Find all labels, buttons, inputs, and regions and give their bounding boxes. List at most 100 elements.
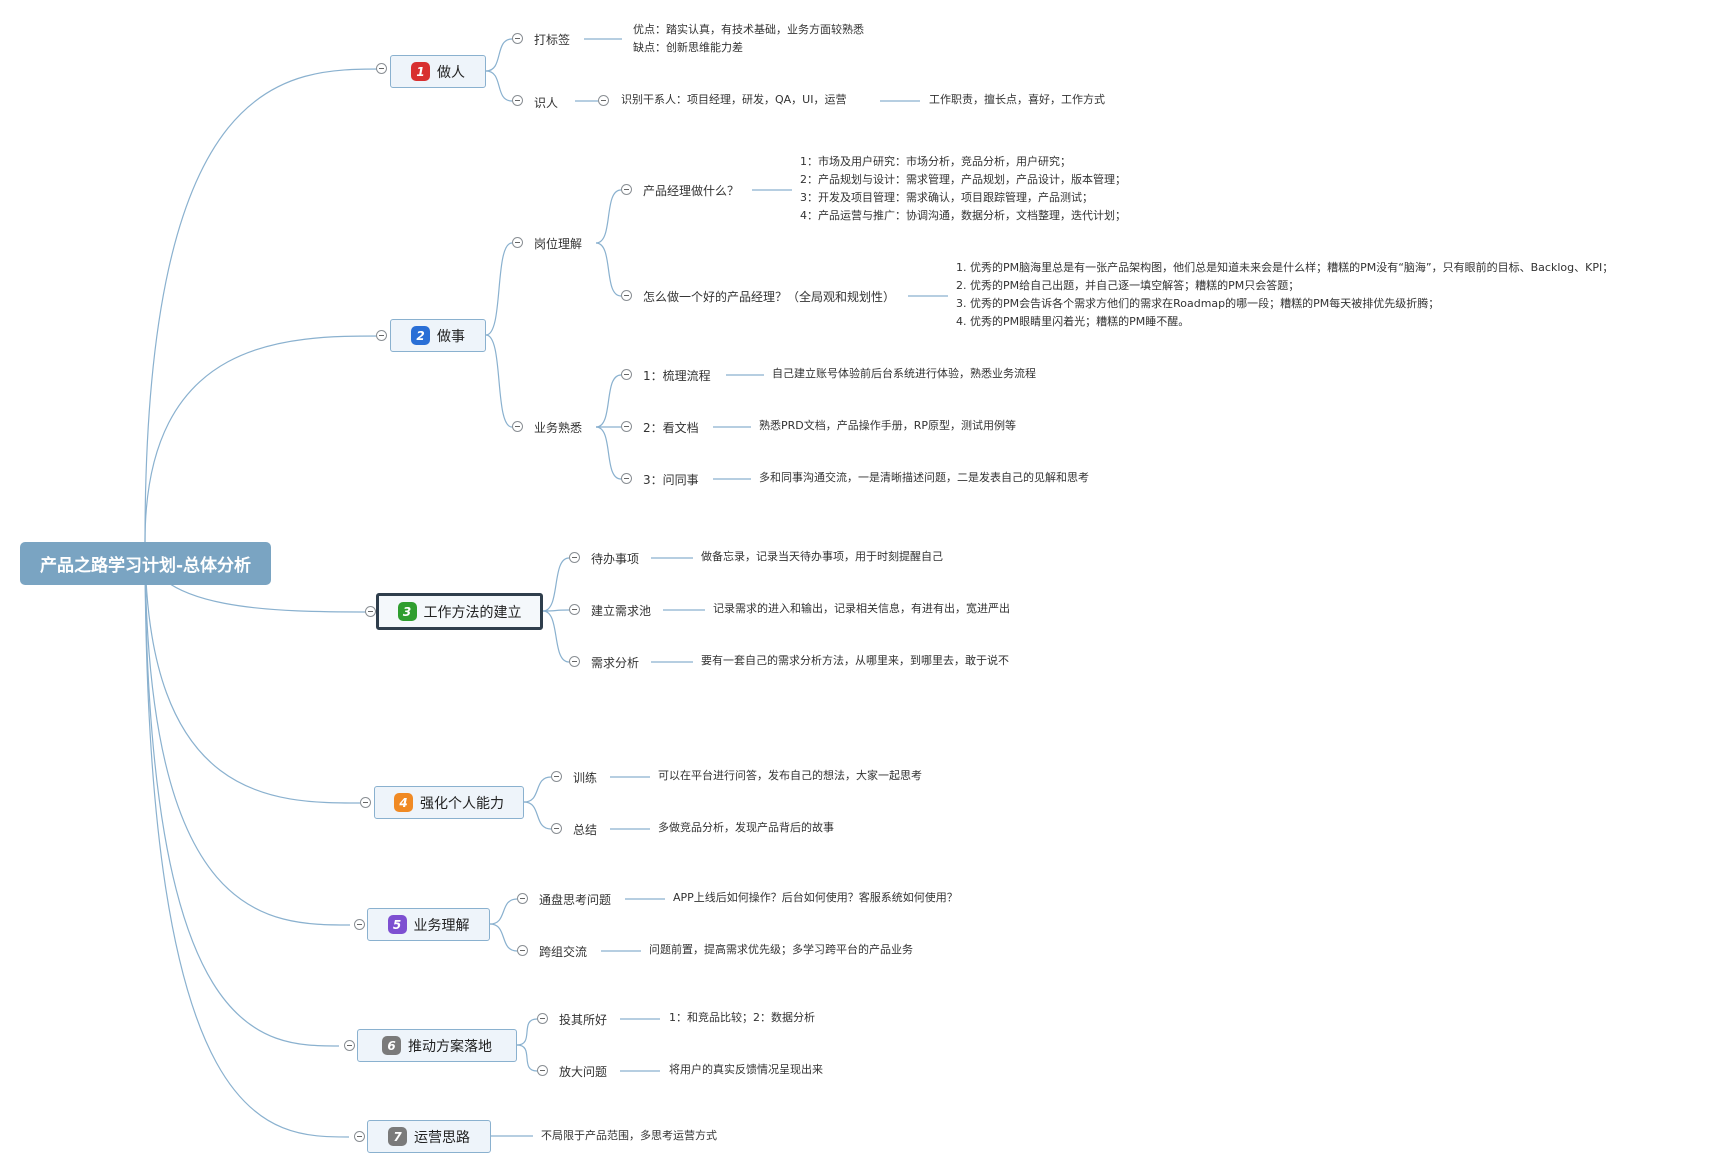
leaf-note[interactable]: 问题前置，提高需求优先级；多学习跨平台的产品业务 [649,943,913,956]
subtopic[interactable]: 3：问同事 [643,473,699,487]
priority-4-icon: 4 [394,793,413,812]
leaf-note[interactable]: 识别干系人：项目经理，研发，QA，UI，运营 [621,93,847,106]
subtopic[interactable]: 放大问题 [559,1065,608,1079]
priority-3-icon: 3 [397,602,417,621]
collapse-toggle[interactable] [537,1065,548,1076]
connector-line [595,189,622,244]
priority-7-icon: 7 [388,1127,407,1146]
priority-6-icon: 6 [382,1036,401,1055]
priority-5-icon: 5 [387,915,407,934]
branch-topic-3[interactable]: 3 工作方法的建立 [376,593,543,630]
collapse-toggle[interactable] [365,606,376,617]
branch-topic-1[interactable]: 1 做人 [390,55,486,88]
subtopic[interactable]: 1：梳理流程 [643,369,711,383]
connector-line [144,68,383,543]
leaf-note[interactable]: 记录需求的进入和输出，记录相关信息，有进有出，宽进严出 [713,602,1010,615]
branch-label: 推动方案落地 [408,1038,492,1055]
leaf-note[interactable]: 自己建立账号体验前后台系统进行体验，熟悉业务流程 [772,367,1036,380]
collapse-toggle[interactable] [512,33,523,44]
leaf-note[interactable]: 熟悉PRD文档，产品操作手册，RP原型，测试用例等 [759,419,1017,432]
collapse-toggle[interactable] [598,95,609,106]
subtopic[interactable]: 通盘思考问题 [539,893,612,907]
collapse-toggle[interactable] [360,797,371,808]
subtopic[interactable]: 怎么做一个好的产品经理？（全局观和规划性） [643,290,896,304]
subtopic[interactable]: 产品经理做什么？ [643,184,740,198]
connector-line [542,557,570,612]
collapse-toggle[interactable] [344,1040,355,1051]
collapse-toggle[interactable] [512,95,523,106]
branch-topic-4[interactable]: 4 强化个人能力 [374,786,524,819]
branch-topic-2[interactable]: 2 做事 [390,319,486,352]
branch-label: 运营思路 [414,1129,470,1146]
collapse-toggle[interactable] [569,552,580,563]
connector-line [144,541,340,1047]
subtopic[interactable]: 跨组交流 [539,945,588,959]
collapse-toggle[interactable] [354,919,365,930]
subtopic[interactable]: 投其所好 [559,1013,608,1027]
branch-label: 做人 [437,64,465,81]
leaf-note[interactable]: 1：市场及用户研究：市场分析，竞品分析，用户研究； 2：产品规划与设计：需求管理… [800,155,1126,222]
subtopic[interactable]: 业务熟悉 [534,421,583,435]
connector-line [144,335,383,543]
connector-line [516,1018,538,1046]
collapse-toggle[interactable] [621,473,632,484]
connector-line [595,374,622,428]
collapse-toggle[interactable] [512,237,523,248]
priority-1-icon: 1 [411,62,430,81]
leaf-note[interactable]: 1. 优秀的PM脑海里总是有一张产品架构图，他们总是知道未来会是什么样；糟糕的P… [956,261,1614,328]
leaf-note[interactable]: 1：和竞品比较；2：数据分析 [669,1011,815,1024]
connector-line [485,38,513,72]
collapse-toggle[interactable] [551,823,562,834]
connector-line [489,898,518,925]
leaf-note[interactable]: APP上线后如何操作？后台如何使用？客服系统如何使用？ [673,891,958,904]
subtopic[interactable]: 识人 [534,96,559,110]
leaf-note[interactable]: 多和同事沟通交流，一是清晰描述问题，二是发表自己的见解和思考 [759,471,1089,484]
collapse-toggle[interactable] [551,771,562,782]
leaf-note[interactable]: 将用户的真实反馈情况呈现出来 [669,1063,823,1076]
subtopic[interactable]: 岗位理解 [534,237,583,251]
subtopic[interactable]: 待办事项 [591,552,640,566]
subtopic[interactable]: 需求分析 [591,656,640,670]
leaf-note[interactable]: 可以在平台进行问答，发布自己的想法，大家一起思考 [658,769,922,782]
connector-line [542,609,570,612]
collapse-toggle[interactable] [354,1131,365,1142]
collapse-toggle[interactable] [517,893,528,904]
leaf-note[interactable]: 不局限于产品范围，多思考运营方式 [541,1129,717,1142]
connector-line [523,776,552,803]
connector-line [485,334,513,428]
root-label: 产品之路学习计划-总体分析 [39,556,252,576]
leaf-note[interactable]: 工作职责，擅长点，喜好，工作方式 [929,93,1105,106]
branch-topic-7[interactable]: 7 运营思路 [367,1120,491,1153]
connector-line [516,1044,538,1072]
connector-line [144,541,351,926]
collapse-toggle[interactable] [512,421,523,432]
subtopic[interactable]: 训练 [573,771,598,785]
root-topic[interactable]: 产品之路学习计划-总体分析 [20,542,271,585]
subtopic[interactable]: 建立需求池 [591,604,652,618]
collapse-toggle[interactable] [621,184,632,195]
collapse-toggle[interactable] [621,421,632,432]
connector-line [489,923,518,952]
branch-topic-5[interactable]: 5 业务理解 [367,908,490,941]
collapse-toggle[interactable] [569,656,580,667]
subtopic[interactable]: 2：看文档 [643,421,699,435]
collapse-toggle[interactable] [517,945,528,956]
branch-topic-6[interactable]: 6 推动方案落地 [357,1029,517,1062]
collapse-toggle[interactable] [621,369,632,380]
leaf-note[interactable]: 优点：踏实认真，有技术基础，业务方面较熟悉 缺点：创新思维能力差 [633,23,864,54]
collapse-toggle[interactable] [376,63,387,74]
subtopic[interactable]: 总结 [573,823,598,837]
subtopic[interactable]: 打标签 [534,33,571,47]
leaf-note[interactable]: 多做竞品分析，发现产品背后的故事 [658,821,834,834]
collapse-toggle[interactable] [376,330,387,341]
leaf-note[interactable]: 要有一套自己的需求分析方法，从哪里来，到哪里去，敢于说不 [701,654,1009,667]
leaf-note[interactable]: 做备忘录，记录当天待办事项，用于时刻提醒自己 [701,550,943,563]
collapse-toggle[interactable] [621,290,632,301]
branch-label: 工作方法的建立 [423,604,522,621]
branch-label: 做事 [437,328,465,345]
collapse-toggle[interactable] [537,1013,548,1024]
connector-line [485,70,513,102]
collapse-toggle[interactable] [569,604,580,615]
branch-label: 业务理解 [413,917,470,934]
